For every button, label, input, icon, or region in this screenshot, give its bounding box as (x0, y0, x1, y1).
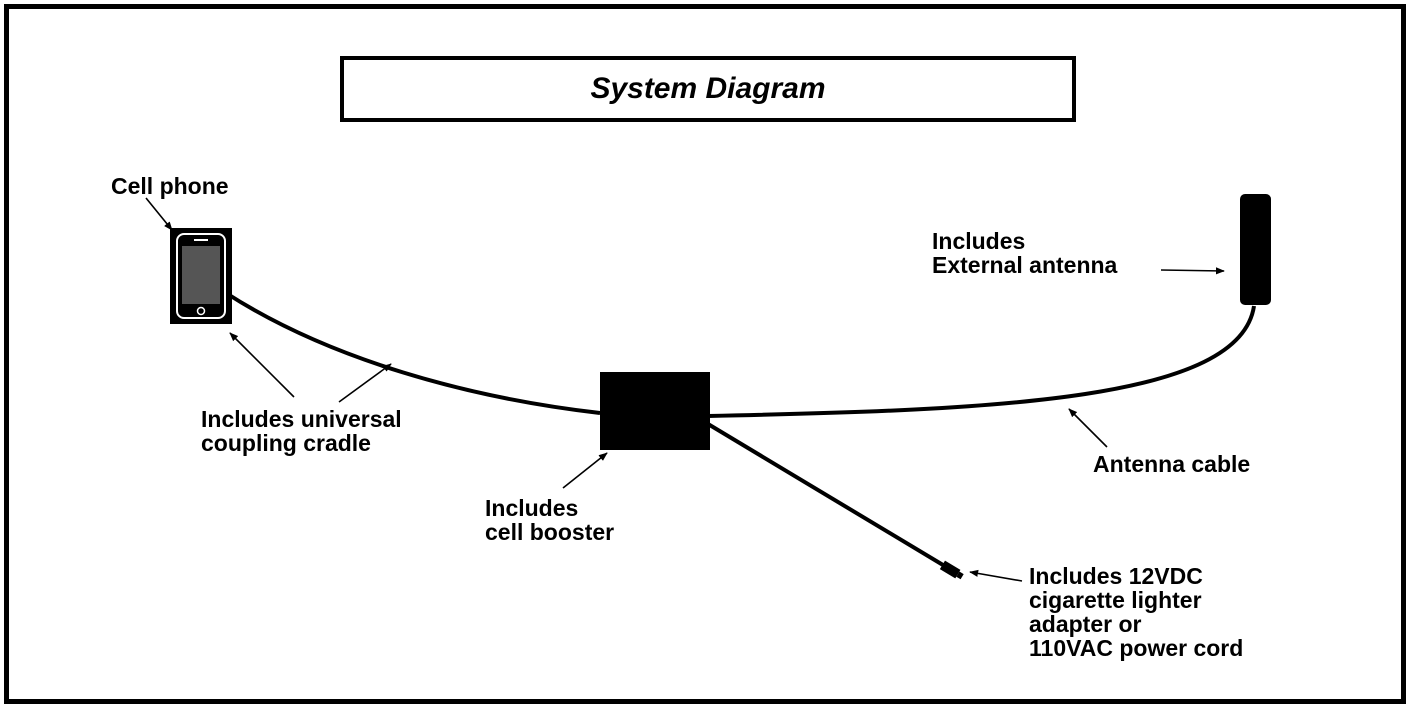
power-label-line-1: Includes 12VDC (1029, 563, 1203, 589)
power-label-line-2: cigarette lighter (1029, 587, 1202, 613)
power-label-line-3: adapter or (1029, 611, 1142, 637)
booster-arrow (562, 452, 608, 489)
cradle-arrow-1 (229, 332, 295, 398)
cradle-label-line-1: Includes universal (201, 406, 402, 432)
power-plug-icon (939, 560, 964, 580)
antenna-cable-line (707, 305, 1256, 418)
antenna-cable-arrow (1068, 408, 1108, 448)
diagram-title: System Diagram (590, 72, 826, 105)
antenna-icon (1240, 194, 1271, 305)
cell-phone-label-text: Cell phone (111, 173, 229, 199)
cradle-arrow-2 (338, 363, 392, 403)
cell-phone-icon (170, 228, 232, 324)
booster-label-line-2: cell booster (485, 519, 615, 545)
power-cord-line (706, 422, 950, 570)
title-box: System Diagram (340, 56, 1076, 122)
antenna-cable-label-text: Antenna cable (1093, 451, 1251, 477)
booster-label: Includes cell booster (485, 496, 614, 544)
antenna-arrow (1160, 267, 1225, 275)
power-arrow (969, 569, 1023, 582)
cell-phone-arrow (145, 197, 173, 231)
cradle-label-line-2: coupling cradle (201, 430, 371, 456)
antenna-label-line-2: External antenna (932, 252, 1118, 278)
booster-box (600, 372, 710, 450)
power-label: Includes 12VDC cigarette lighter adapter… (1029, 564, 1243, 660)
antenna-label-line-1: Includes (932, 228, 1026, 254)
cradle-label: Includes universal coupling cradle (201, 407, 402, 455)
power-label-line-4: 110VAC power cord (1029, 635, 1244, 661)
antenna-cable-label: Antenna cable (1093, 452, 1250, 476)
antenna-label: Includes External antenna (932, 229, 1117, 277)
cell-phone-label: Cell phone (111, 174, 229, 198)
phone-cable (224, 291, 601, 415)
booster-label-line-1: Includes (485, 495, 579, 521)
